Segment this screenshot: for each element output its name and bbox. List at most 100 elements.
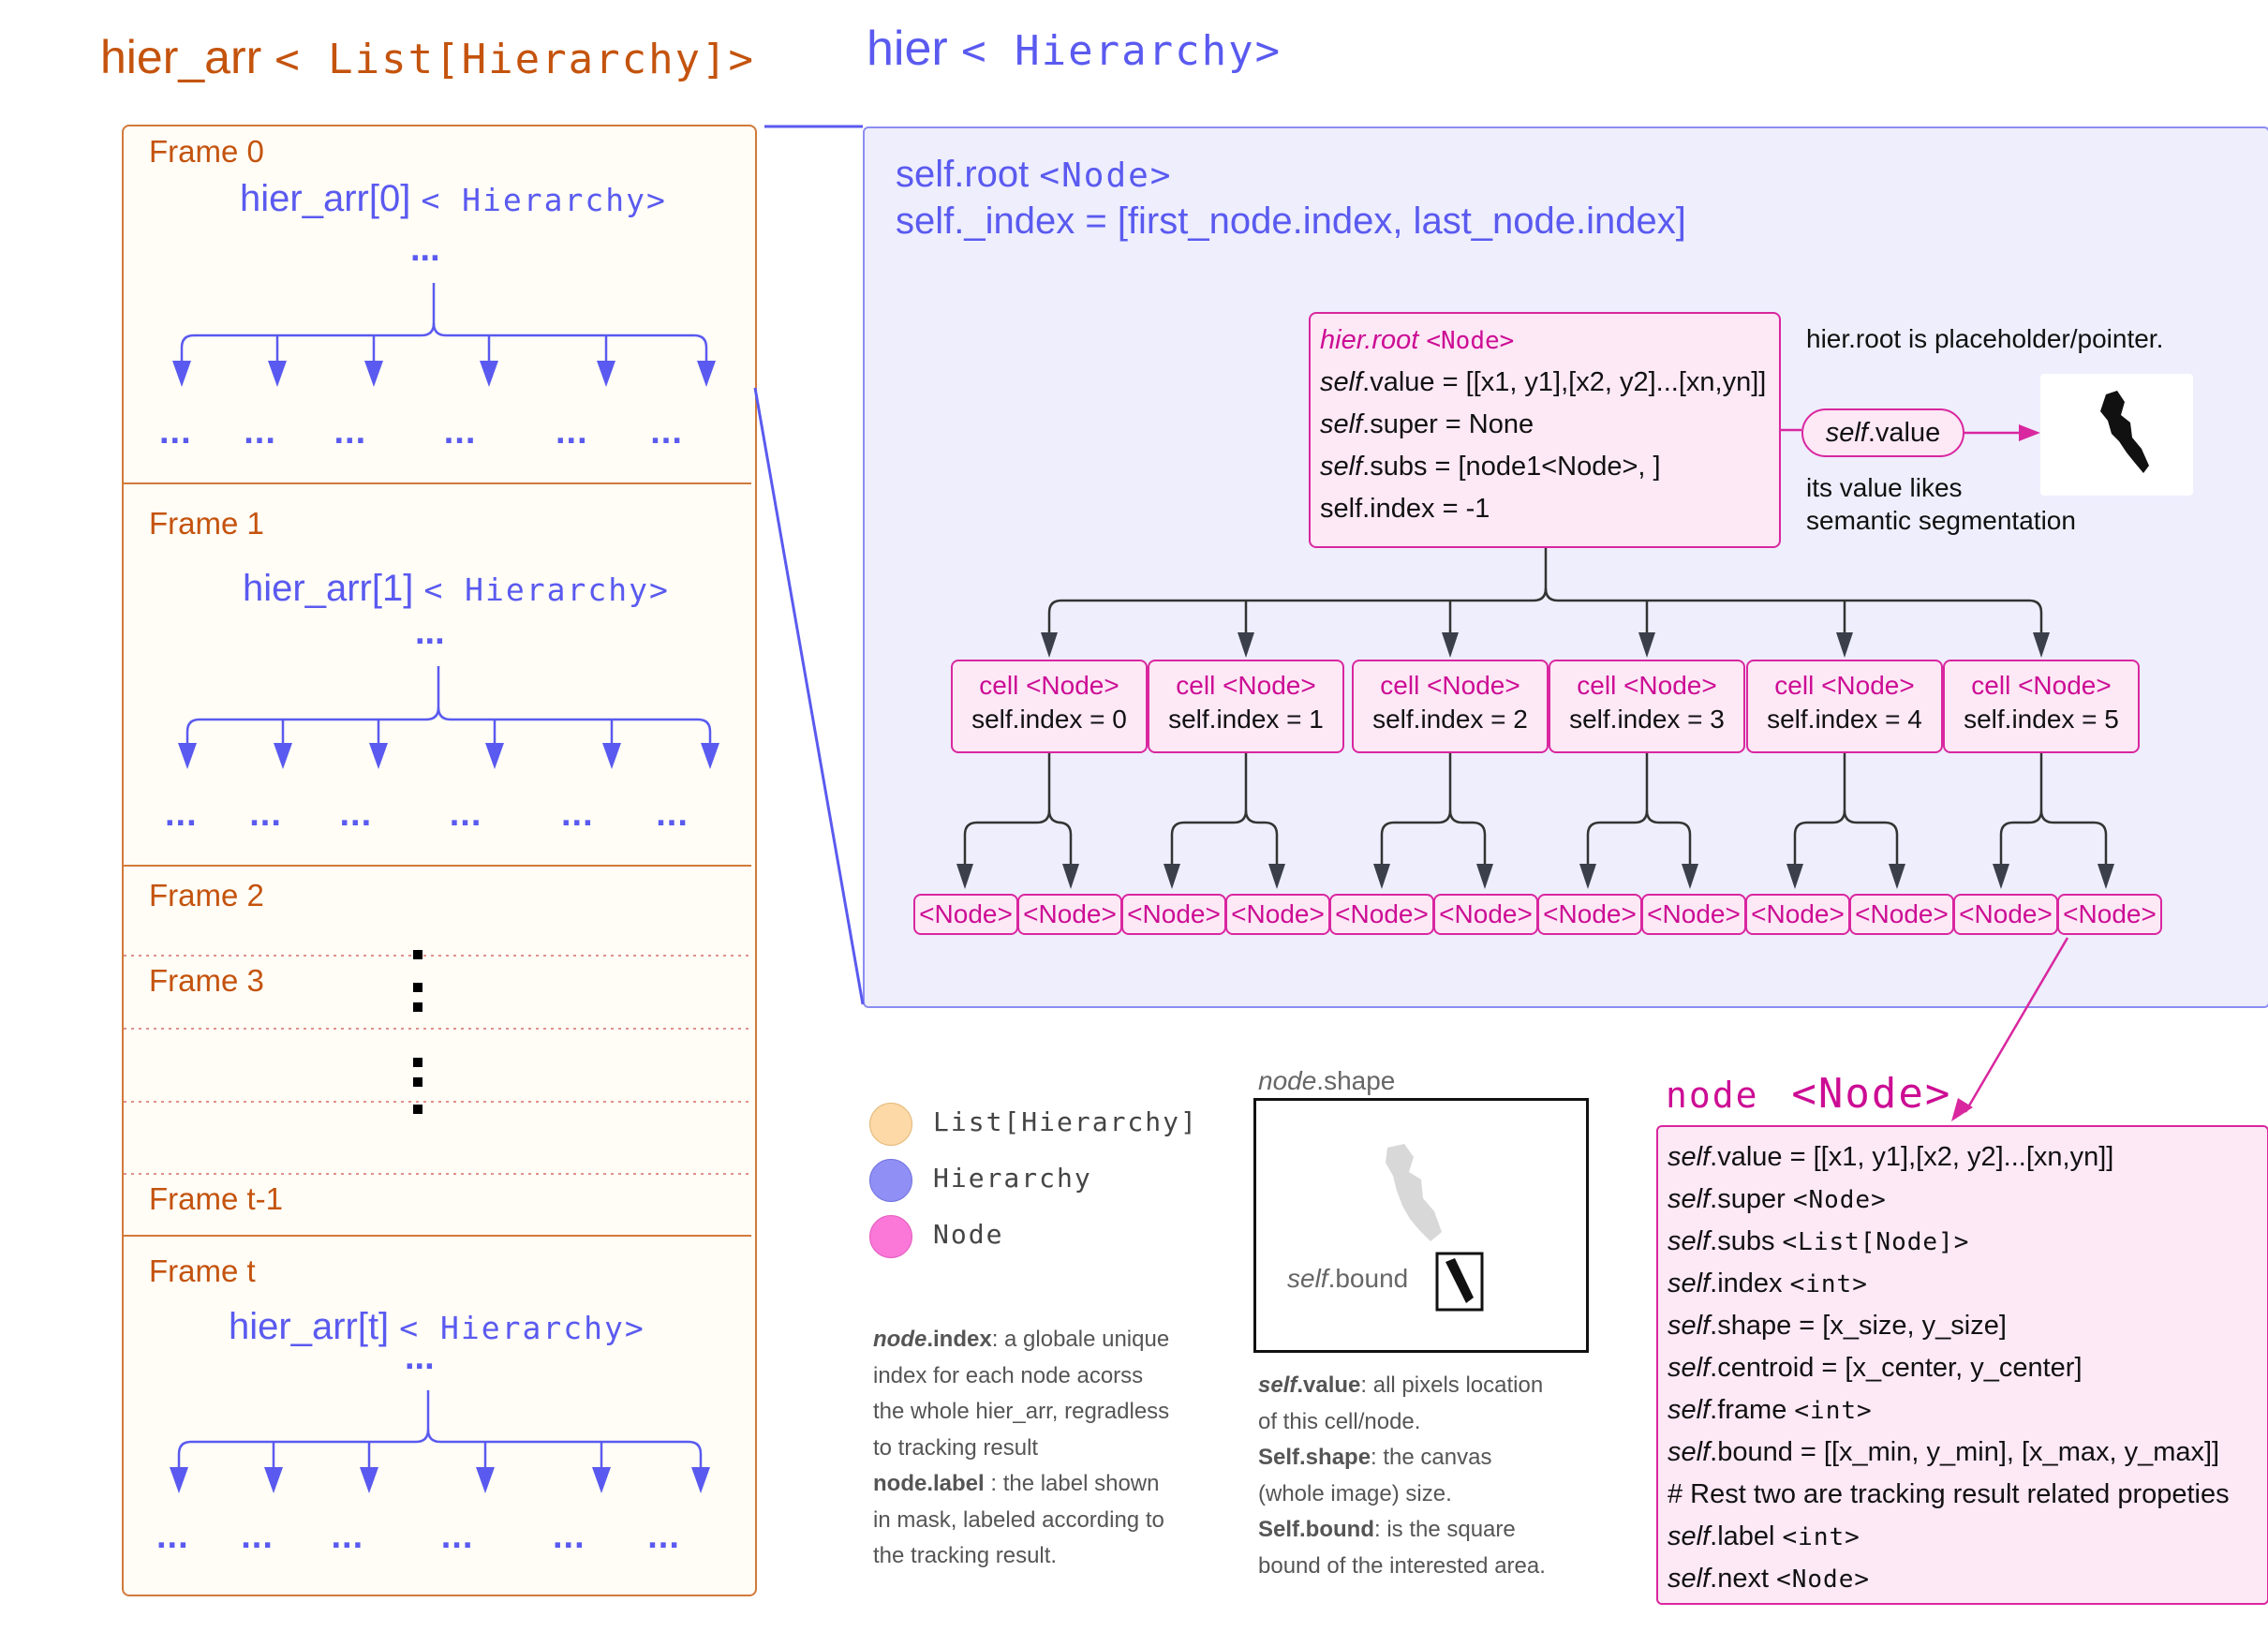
leaf-node: <Node> <box>2057 894 2162 935</box>
node-def-line: self.frame <int> <box>1668 1395 1873 1426</box>
self-keyword: self <box>1668 1564 1711 1594</box>
leaf-ellipsis: ... <box>249 794 282 834</box>
self-keyword: self <box>1668 1226 1711 1256</box>
desc-text: in mask, labeled according to <box>873 1506 1164 1533</box>
frame1-ellipsis: ... <box>415 613 445 652</box>
framet-arrowheads <box>170 1467 710 1493</box>
frame1-name: hier_arr[1] <box>243 568 414 609</box>
leaf-node: <Node> <box>1433 894 1538 935</box>
frame1-leaves: ... ... ... ... ... ... <box>165 794 689 835</box>
shape-caption-text: .shape <box>1316 1066 1396 1095</box>
index-keyword: .index <box>926 1327 992 1352</box>
self-keyword: self <box>1668 1353 1711 1383</box>
node-def-line: self.subs <List[Node]> <box>1668 1226 1969 1257</box>
leaf-ellipsis: ... <box>156 1517 189 1556</box>
leaf-node: <Node> <box>913 894 1018 935</box>
shape-description: self.value: all pixels location of this … <box>1258 1368 1595 1584</box>
cell-node-5: cell <Node> self.index = 5 <box>1943 660 2140 753</box>
legend-swatch-hierarchy <box>869 1159 912 1202</box>
def-type: <Node> <box>1792 1186 1887 1214</box>
bound-label: self.bound <box>1287 1264 1408 1294</box>
frame0-arrowheads <box>172 361 716 387</box>
index-description: node.index: a globale unique index for e… <box>873 1322 1210 1575</box>
leaf-ellipsis: ... <box>553 1517 586 1556</box>
self-keyword: self <box>1668 1521 1711 1551</box>
frames-panel <box>122 125 757 1596</box>
shape-canvas: self.bound <box>1253 1098 1589 1353</box>
frame0-ellipsis: ... <box>410 230 440 269</box>
value-keyword: .value <box>1297 1372 1361 1398</box>
desc-text: : is the square <box>1373 1517 1516 1542</box>
leaf-ellipsis: ... <box>339 794 373 834</box>
node-def-line: self.next <Node> <box>1668 1564 1870 1595</box>
cell-index: self.index = 1 <box>1168 705 1324 734</box>
leaf-ellipsis: ... <box>556 412 588 452</box>
root-title: hier.root <Node> <box>1320 325 1514 356</box>
list-title-type: < List[Hierarchy]> <box>274 36 756 83</box>
self-keyword: self <box>1320 409 1363 439</box>
def-text: .index <box>1710 1269 1790 1298</box>
frame0-type: < Hierarchy> <box>421 182 667 218</box>
cell-arrowheads <box>1041 632 2050 658</box>
self-keyword: self <box>1668 1395 1711 1425</box>
list-title: hier_arr < List[Hierarchy]> <box>100 30 755 84</box>
node-def-title-type: <Node> <box>1791 1070 1952 1118</box>
vertical-dots <box>413 950 422 1114</box>
def-text: .next <box>1710 1564 1777 1594</box>
hierarchy-title-type: < Hierarchy> <box>961 27 1282 75</box>
leaf-node: <Node> <box>1537 894 1642 935</box>
leaf-to-node-arrowhead <box>1951 1098 1973 1121</box>
frame1-tree <box>185 666 712 754</box>
leaf-ellipsis: ... <box>241 1517 274 1556</box>
root-value-text: .value = [[x1, y1],[x2, y2]...[xn,yn]] <box>1362 367 1767 397</box>
label-keyword: node.label <box>873 1471 985 1496</box>
node-def-line: self.label <int> <box>1668 1521 1860 1552</box>
leaf-node: <Node> <box>1641 894 1746 935</box>
leaf-to-node-link <box>1964 937 2069 1113</box>
frame-t-minus-1-label: Frame t-1 <box>149 1181 284 1216</box>
bound-keyword: Self.bound <box>1258 1517 1374 1542</box>
legend-label-hierarchy: Hierarchy <box>933 1163 1092 1194</box>
node-def-line: self.super <Node> <box>1668 1184 1887 1215</box>
leaf-ellipsis: ... <box>647 1517 680 1556</box>
def-text: .bound = [[x_min, y_min], [x_max, y_max]… <box>1710 1437 2220 1467</box>
cell-node-2: cell <Node> self.index = 2 <box>1352 660 1549 753</box>
frame0-tree <box>180 283 708 375</box>
self-keyword: self <box>1668 1311 1711 1341</box>
node-keyword: node <box>873 1327 927 1352</box>
root-to-cells-tree <box>1047 545 2043 645</box>
def-type: <Node> <box>1776 1565 1870 1594</box>
hierarchy-panel <box>863 126 2268 1008</box>
legend-swatch-list <box>869 1103 912 1146</box>
cell-index: self.index = 0 <box>971 705 1127 734</box>
desc-text: index for each node acorss <box>873 1362 1144 1388</box>
node-def-title: node <Node> <box>1666 1070 1951 1118</box>
leaf-ellipsis: ... <box>449 794 482 834</box>
frame1-type: < Hierarchy> <box>423 571 670 608</box>
hier-root-line: self.root <Node> <box>896 154 1172 196</box>
frame0-name: hier_arr[0] <box>240 178 411 219</box>
frame-t-leaves: ... ... ... ... ... ... <box>156 1517 680 1557</box>
cell-label: cell <Node> <box>1577 671 1717 700</box>
cell-index: self.index = 5 <box>1964 705 2119 734</box>
desc-text: : a globale unique <box>991 1327 1170 1352</box>
leaf-ellipsis: ... <box>331 1517 364 1556</box>
self-keyword: self <box>1320 452 1363 482</box>
hierarchy-title-name: hier <box>867 22 948 76</box>
hier-root-type: <Node> <box>1039 156 1173 195</box>
cell-label: cell <Node> <box>1774 671 1915 700</box>
node-def-comment: # Rest two are tracking result related p… <box>1668 1479 2230 1509</box>
root-super-line: self.super = None <box>1320 409 1534 440</box>
frame-t-ellipsis: ... <box>405 1338 435 1377</box>
node-def-line: self.value = [[x1, y1],[x2, y2]...[xn,yn… <box>1668 1142 2113 1173</box>
self-keyword: self <box>1668 1437 1711 1467</box>
frame0-title: hier_arr[0] < Hierarchy> <box>240 178 667 220</box>
self-keyword: self <box>1258 1372 1297 1398</box>
frame-t-type: < Hierarchy> <box>399 1310 645 1346</box>
leaf-node: <Node> <box>1121 894 1226 935</box>
frame0-label: Frame 0 <box>149 134 264 169</box>
frame1-title: hier_arr[1] < Hierarchy> <box>243 568 670 610</box>
def-text: .centroid = [x_center, y_center] <box>1710 1353 2083 1383</box>
value-arrowhead <box>2019 424 2040 441</box>
